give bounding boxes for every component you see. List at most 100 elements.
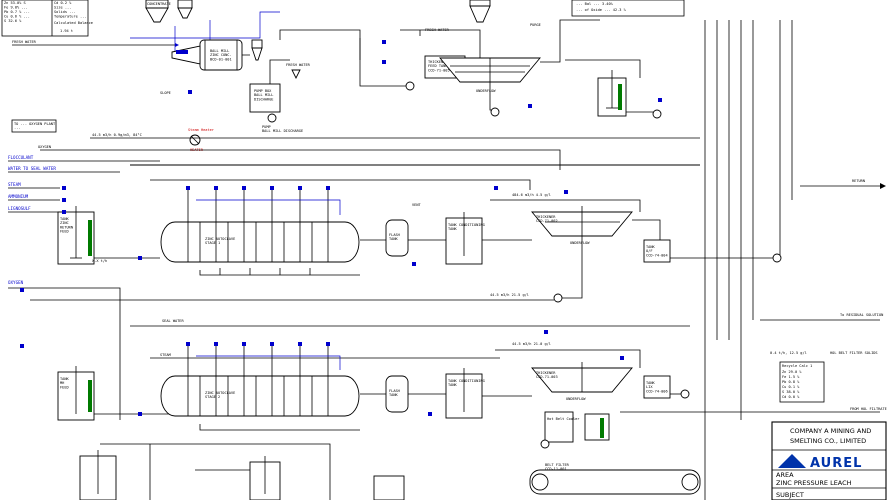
autoclave-1-agitators [184, 186, 332, 263]
recycle-row-5: S 38.0 % [782, 390, 800, 394]
hol-filter-label: HOL BELT FILTER SOLIDS [830, 351, 878, 355]
underflow-2-label: UNDERFLOW [570, 241, 590, 245]
aurel-logo: AUREL [810, 456, 862, 471]
pc-line-9: Temperature ... [54, 15, 86, 19]
pc-line-6: Cd 0.2 % [54, 1, 72, 5]
ammonium-label: AMMONIUM [8, 194, 29, 199]
area-label: AREA [776, 471, 794, 479]
flow-low-label: 44.5 m3/h 21.0 g/l [512, 342, 551, 346]
recycle-row-1: Zn 29.0 % [782, 370, 802, 374]
reagent-hopper [177, 0, 193, 19]
flocculant-label: FLOCCULANT [8, 155, 34, 160]
o2-line-label: OXYGEN [38, 145, 51, 149]
steam-label: STEAM [8, 182, 21, 187]
valves [20, 40, 662, 416]
fresh-water-2-label: FRESH WATER [425, 28, 450, 32]
recycle-row-3: Pb 0.8 % [782, 380, 800, 384]
purge-label: PURGE [530, 23, 541, 27]
tank-top-right [597, 70, 627, 117]
residual-solution-label: To RESIDUAL SOLUTION [840, 313, 883, 317]
oxygen-left-label: OXYGEN [8, 280, 24, 285]
logo-icon [778, 454, 806, 468]
vent-label: VENT [412, 203, 421, 207]
water-seal-label: WATER TO SEAL WATER [8, 166, 56, 171]
autoclave-2-agitators [186, 342, 330, 416]
pc-line-5: S 32.6 % [4, 19, 22, 23]
right-pipe-bundle [704, 20, 793, 500]
concentrate-label: CONCENTRATE [147, 2, 171, 6]
tank-bottom-left [79, 450, 405, 500]
company-name-line1: COMPANY A MINING AND [790, 427, 871, 435]
subject-label: SUBJECT [776, 491, 804, 499]
recycle-row-4: Cu 0.1 % [782, 385, 800, 389]
lignosulf-label: LIGNOSULF [8, 206, 31, 211]
recycle-title: Recycle Calc 1 [782, 364, 812, 368]
from-hol-label: FROM HOL FILTRATE [850, 407, 887, 411]
gas-analysis-box: ... Bal ... 3.40% ... of Oxide ... 42.3 … [571, 0, 685, 17]
pc-line-7: Size ... [54, 6, 71, 10]
underflow-3-label: UNDERFLOW [566, 397, 586, 401]
recycle-table: Recycle Calc 1 Zn 29.0 % Fe 1.5 % Pb 0.8… [779, 361, 825, 403]
flow-side-label: X.X t/h [92, 259, 107, 263]
pc-line-3: Pb 0.7 % ... [4, 10, 30, 14]
steam-heater: Steam Heater HEATER [188, 128, 215, 152]
gas-line-2: ... of Oxide ... 42.3 % [576, 8, 627, 12]
recycle-row-6: Cd 0.0 % [782, 395, 800, 399]
pc-calc-label: Calculated Balance [54, 21, 93, 25]
gas-line-1: ... Bal ... 3.40% [576, 2, 614, 6]
thickener-1: UNDERFLOW [439, 57, 541, 93]
right-return-label: RETURN [852, 179, 865, 183]
concentrate-hopper: CONCENTRATE [145, 0, 171, 23]
stream-small-label: 0.4 t/h, 12.5 g/l [770, 351, 807, 355]
pc-line-8: Solids ... [54, 10, 76, 14]
classifier-water-label: FRESH WATER [286, 63, 311, 67]
flow-top-label: 44.5 m3/h 0.9g/m3, 84°C [92, 133, 142, 137]
process-conditions-box: Zn 53.0% S Fe 9.8% ... Pb 0.7 % ... Cu 0… [1, 0, 93, 37]
recycle-row-2: Fe 1.5 % [782, 375, 800, 379]
steam-heater-label: Steam Heater [188, 128, 215, 132]
hot-melt-label: Hot Belt Cooler [547, 417, 580, 421]
company-name-line2: SMELTING CO., LIMITED [790, 437, 866, 445]
flow-mid-label: 484.6 m3/h 4.5 g/l [512, 193, 551, 197]
pc-line-4: Cu 0.6 % ... [4, 15, 30, 19]
pc-line-2: Fe 9.8% ... [4, 6, 28, 10]
classifier: FRESH WATER [286, 63, 311, 80]
pc-calc-value: 1.94 t [60, 29, 73, 33]
steam2-label: STEAM [160, 353, 172, 357]
flow-mid2-label: 44.5 m3/h 21.5 g/l [490, 293, 529, 297]
seal-water-label: SEAL WATER [162, 319, 184, 323]
slope-label: SLOPE [160, 91, 171, 95]
area-value: ZINC PRESSURE LEACH [776, 479, 852, 487]
